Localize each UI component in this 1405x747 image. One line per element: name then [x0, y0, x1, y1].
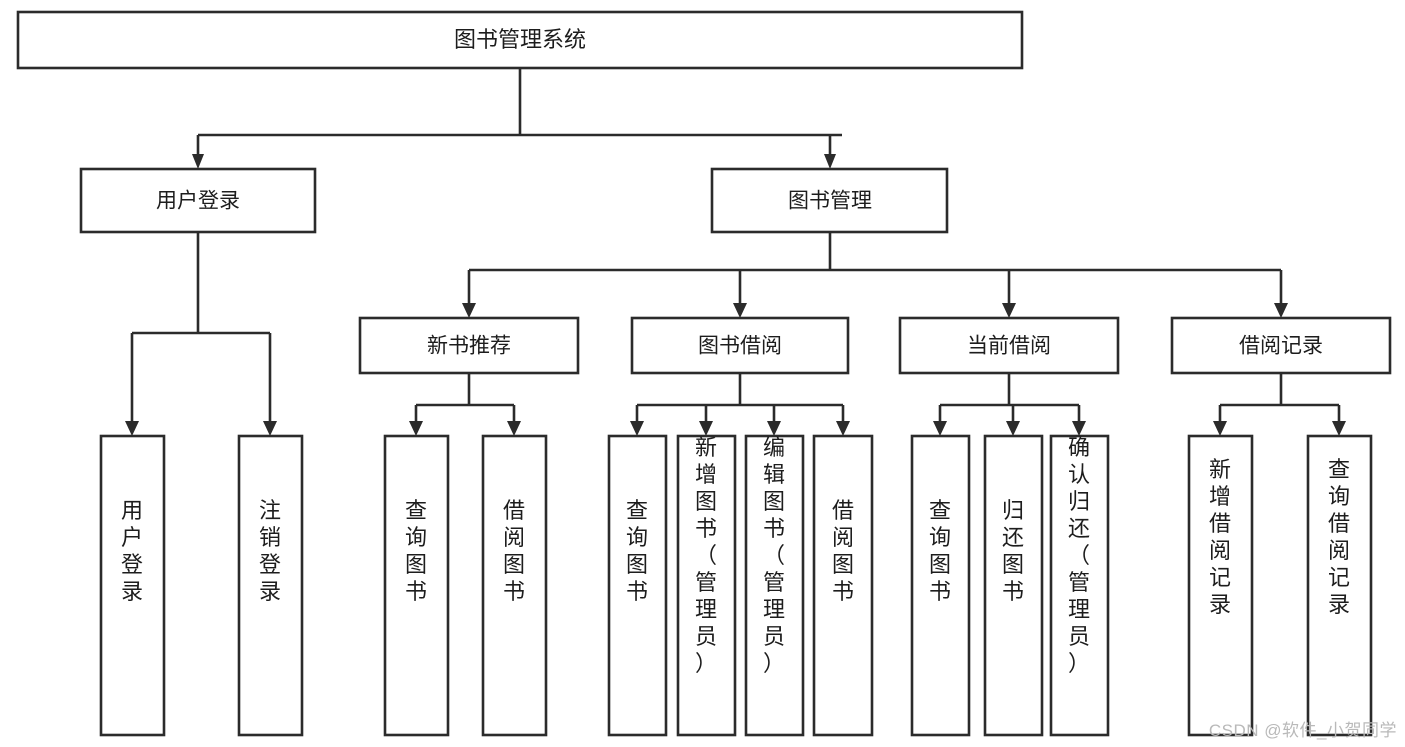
leaf-node[interactable]: 查询图书 — [383, 434, 450, 737]
node-current-borrow-label: 当前借阅 — [967, 335, 1051, 358]
node-book-borrow-label: 图书借阅 — [698, 335, 782, 358]
edge-userlogin-to-leaves — [125, 232, 277, 436]
leaf-node[interactable]: 新增借阅记录 — [1187, 434, 1254, 737]
leaf-box[interactable] — [99, 434, 166, 737]
node-current-borrow-box[interactable] — [898, 316, 1120, 375]
leaf-label: 归还图书 — [1002, 498, 1024, 604]
leaf-node[interactable]: 查询图书 — [607, 434, 668, 737]
node-book-management[interactable]: 图书管理 — [710, 167, 949, 234]
connector-layer — [125, 68, 1346, 436]
edge-borrow-to-leaves — [630, 373, 850, 436]
leaf-label: 借阅图书 — [503, 498, 525, 604]
leaf-node[interactable]: 借阅图书 — [481, 434, 548, 737]
leaf-node[interactable]: 编辑图书（管理员） — [744, 434, 805, 737]
leaf-label: 查询图书 — [626, 498, 648, 604]
leaf-label: 查询图书 — [929, 498, 951, 604]
node-new-book-recommend-label: 新书推荐 — [427, 335, 511, 358]
edge-root-to-level2 — [192, 68, 842, 169]
leaf-node[interactable]: 新增图书（管理员） — [676, 434, 737, 737]
node-book-borrow[interactable]: 图书借阅 — [630, 316, 850, 375]
node-book-borrow-box[interactable] — [630, 316, 850, 375]
leaf-box[interactable] — [983, 434, 1044, 737]
leaf-node[interactable]: 注销登录 — [237, 434, 304, 737]
leaf-label: 编辑图书（管理员） — [763, 435, 785, 676]
edge-newbook-to-leaves — [409, 373, 521, 436]
node-user-login-label: 用户登录 — [156, 190, 240, 213]
leaf-node[interactable]: 用户登录 — [99, 434, 166, 737]
leaf-box[interactable] — [744, 434, 805, 737]
edge-current-to-leaves — [933, 373, 1086, 436]
leaf-box[interactable] — [676, 434, 737, 737]
leaf-label: 用户登录 — [121, 498, 143, 604]
leaf-layer: 用户登录 注销登录 查询图书 借阅图书 查询图书 新增图书（管理员） 编辑图书（… — [99, 434, 1373, 737]
leaf-box[interactable] — [481, 434, 548, 737]
leaf-box[interactable] — [1049, 434, 1110, 737]
leaf-label: 确认归还（管理员） — [1068, 435, 1090, 676]
leaf-box[interactable] — [237, 434, 304, 737]
leaf-node[interactable]: 查询借阅记录 — [1306, 434, 1373, 737]
node-user-login[interactable]: 用户登录 — [79, 167, 317, 234]
leaf-box[interactable] — [812, 434, 874, 737]
node-root[interactable]: 图书管理系统 — [16, 10, 1024, 70]
leaf-node[interactable]: 确认归还（管理员） — [1049, 434, 1110, 737]
edge-bookmgmt-to-level3 — [462, 232, 1288, 318]
leaf-node[interactable]: 查询图书 — [910, 434, 971, 737]
leaf-label: 新增借阅记录 — [1209, 457, 1231, 617]
node-current-borrow[interactable]: 当前借阅 — [898, 316, 1120, 375]
leaf-box[interactable] — [383, 434, 450, 737]
node-user-login-box[interactable] — [79, 167, 317, 234]
leaf-label: 借阅图书 — [832, 498, 854, 604]
leaf-box[interactable] — [1306, 434, 1373, 737]
leaf-node[interactable]: 借阅图书 — [812, 434, 874, 737]
leaf-label: 查询借阅记录 — [1328, 457, 1350, 617]
node-book-management-box[interactable] — [710, 167, 949, 234]
edge-record-to-leaves — [1213, 373, 1346, 436]
leaf-label: 新增图书（管理员） — [695, 435, 717, 676]
leaf-label: 查询图书 — [405, 498, 427, 604]
leaf-box[interactable] — [910, 434, 971, 737]
node-borrow-record-box[interactable] — [1170, 316, 1392, 375]
leaf-box[interactable] — [1187, 434, 1254, 737]
leaf-node[interactable]: 归还图书 — [983, 434, 1044, 737]
leaf-box[interactable] — [607, 434, 668, 737]
node-root-label: 图书管理系统 — [454, 27, 586, 52]
node-root-box[interactable] — [16, 10, 1024, 70]
node-borrow-record[interactable]: 借阅记录 — [1170, 316, 1392, 375]
node-new-book-recommend[interactable]: 新书推荐 — [358, 316, 580, 375]
node-book-management-label: 图书管理 — [788, 190, 872, 213]
leaf-label: 注销登录 — [259, 498, 281, 604]
node-borrow-record-label: 借阅记录 — [1239, 335, 1323, 358]
node-new-book-recommend-box[interactable] — [358, 316, 580, 375]
